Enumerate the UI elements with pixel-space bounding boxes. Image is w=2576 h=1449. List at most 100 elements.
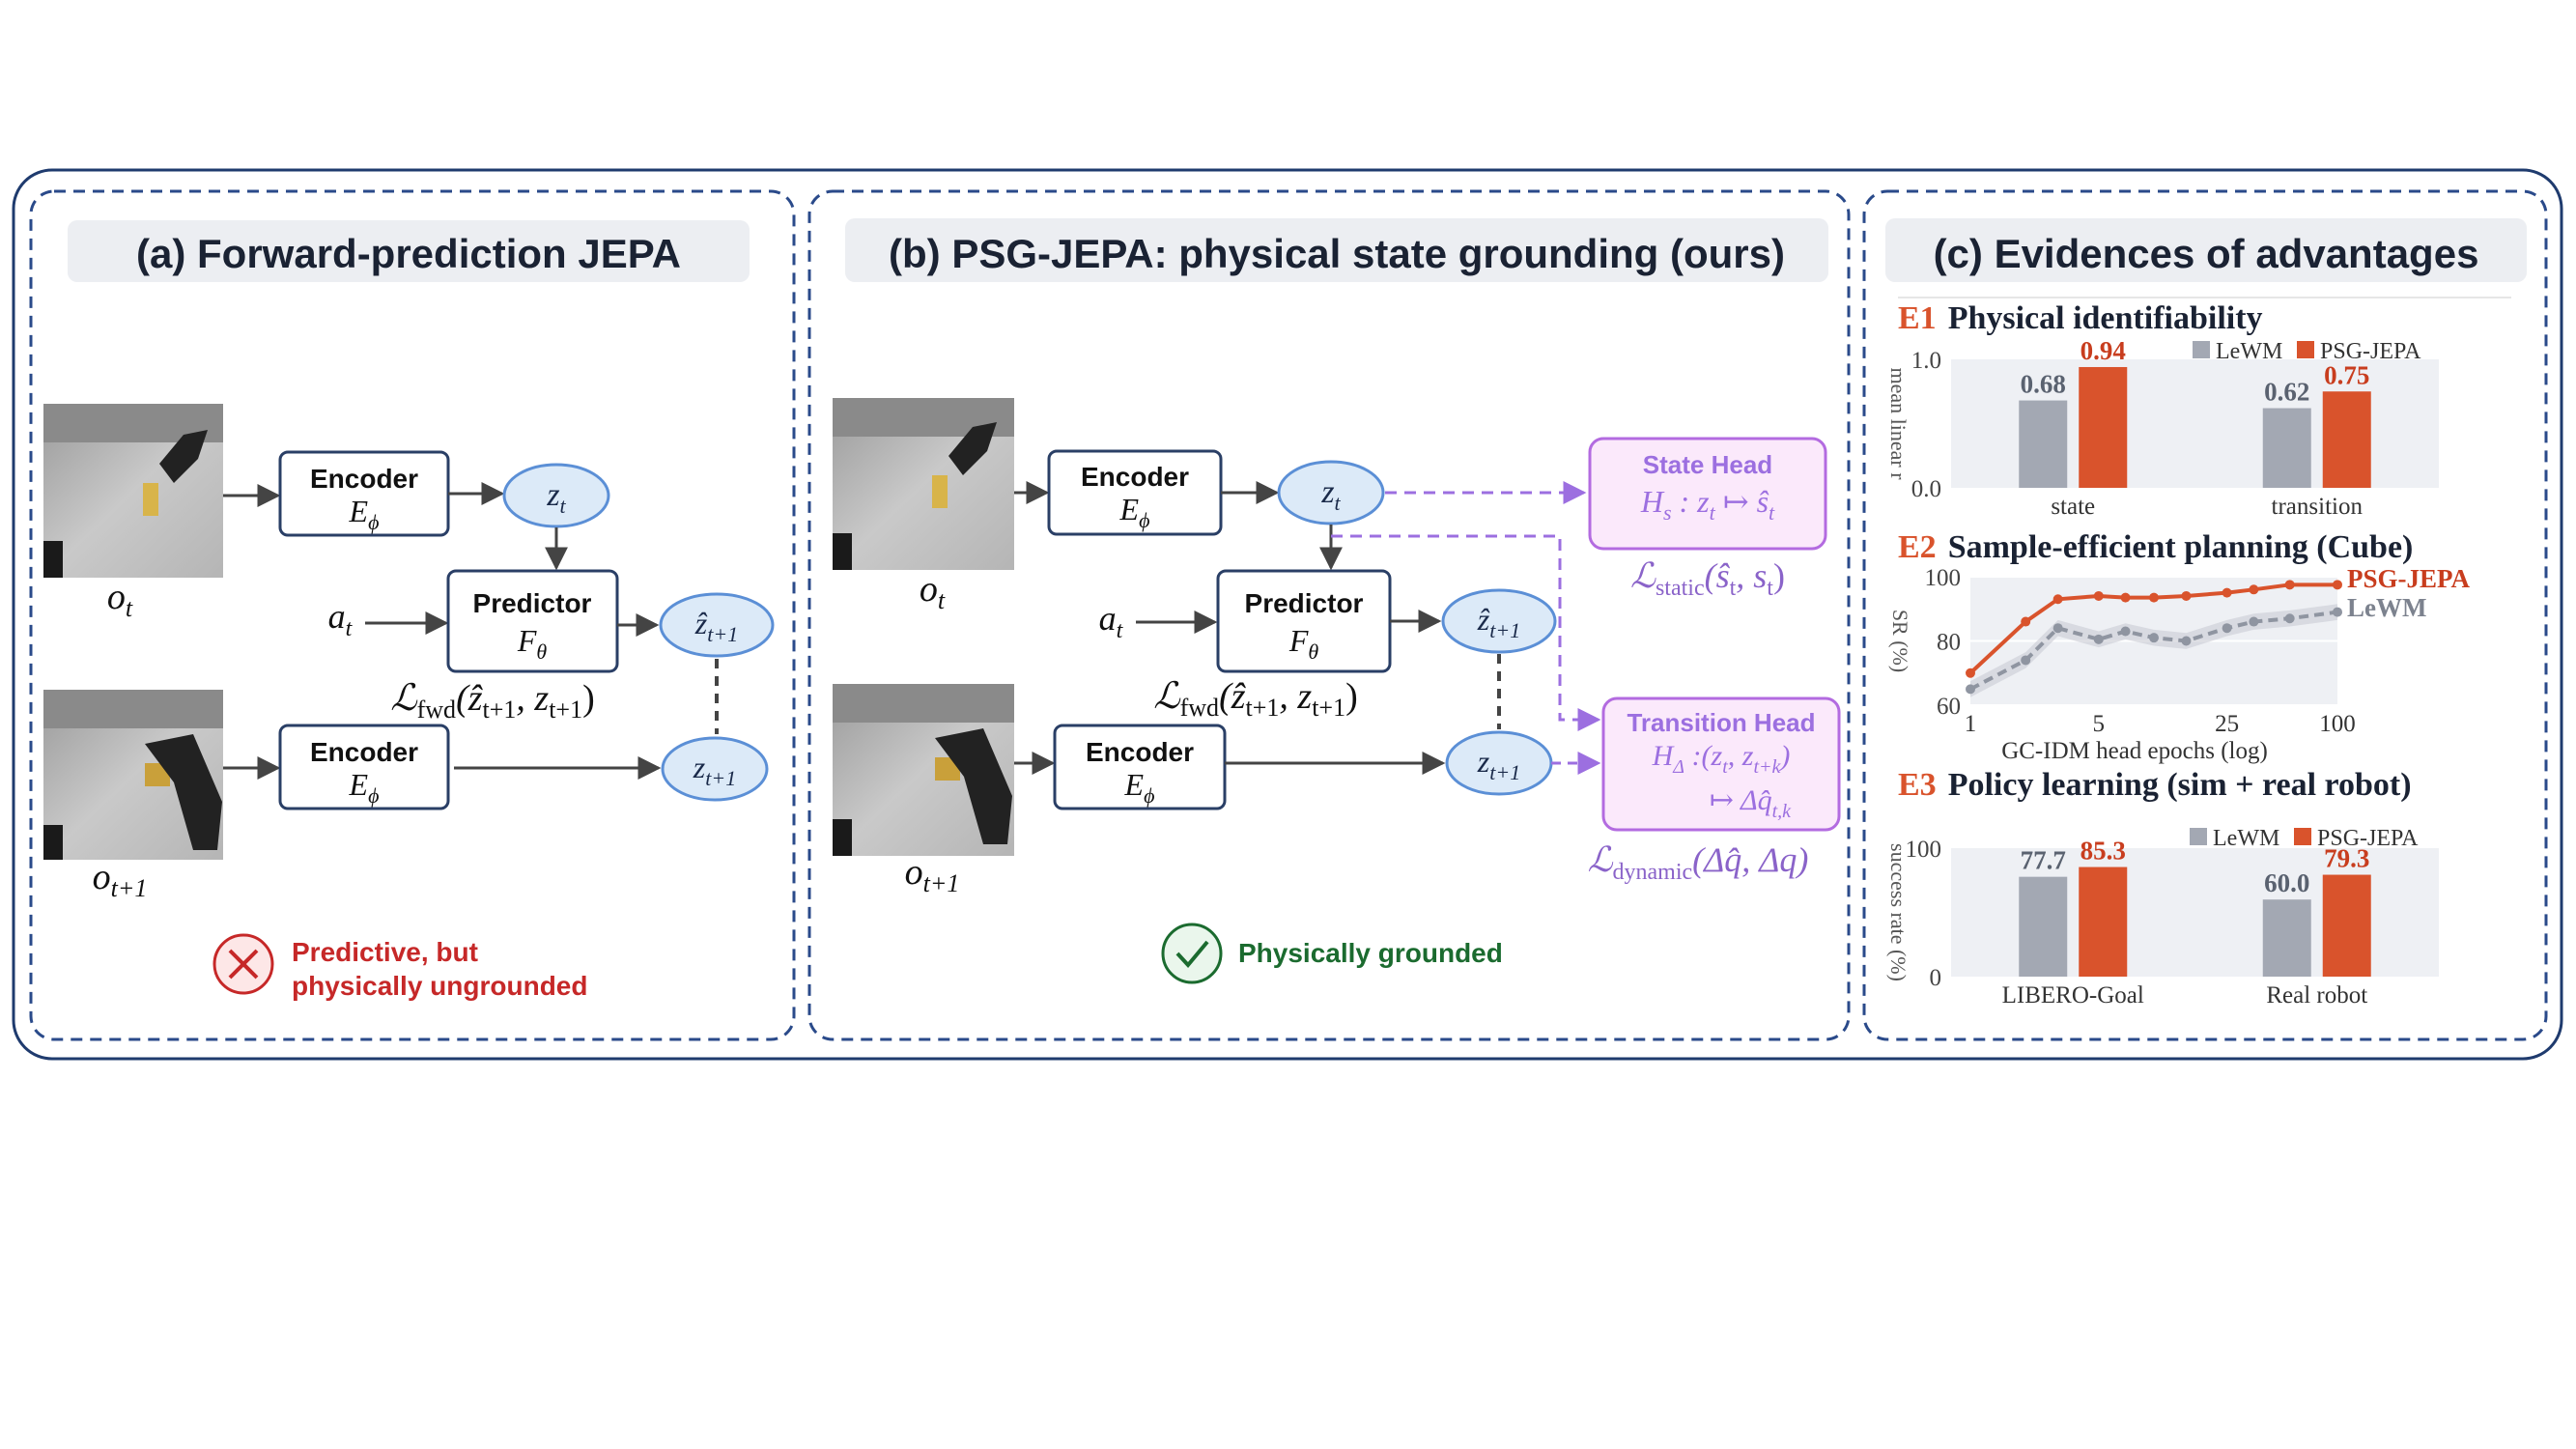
y-tick-label: 80 bbox=[1937, 630, 1961, 656]
bar-lewm bbox=[2262, 408, 2311, 488]
point-lewm bbox=[2120, 626, 2131, 637]
obs-t1-label-b: ot+1 bbox=[905, 852, 960, 897]
static-loss-label: ℒstatic(ŝt, st) bbox=[1630, 556, 1785, 601]
point-lewm bbox=[2222, 623, 2232, 634]
outer-frame bbox=[12, 168, 2563, 1061]
state-head-formula: Hs : zt ↦ ŝt bbox=[1640, 484, 1775, 525]
panel-a-title-bg bbox=[68, 220, 750, 282]
transition-head-label: Transition Head bbox=[1627, 708, 1815, 737]
state-head-label: State Head bbox=[1643, 450, 1772, 479]
encoder-bottom-b-symbol: Eϕ bbox=[1124, 767, 1155, 808]
observation-image-t-b bbox=[833, 398, 1014, 570]
legend-swatch-psg-jepa bbox=[2294, 828, 2311, 845]
bar-lewm bbox=[2019, 400, 2068, 488]
encoder-bottom-symbol: Eϕ bbox=[349, 767, 380, 808]
point-psg-jepa bbox=[2093, 590, 2104, 601]
verdict-a-line1: Predictive, but bbox=[292, 937, 478, 967]
bar-psg-jepa bbox=[2079, 366, 2128, 488]
point-psg-jepa bbox=[2181, 590, 2192, 601]
panel-a-border bbox=[29, 189, 796, 1041]
y-axis-label: mean linear r bbox=[1886, 367, 1911, 480]
obs-t1-label: ot+1 bbox=[93, 857, 148, 902]
bar-psg-jepa bbox=[2079, 867, 2128, 977]
z-t1-label: zt+1 bbox=[693, 750, 736, 790]
state-head-box bbox=[1588, 437, 1827, 551]
legend-label-lewm: LeWM bbox=[2347, 593, 2426, 622]
category-label: transition bbox=[2272, 494, 2364, 520]
point-psg-jepa bbox=[2120, 592, 2131, 603]
z-t-label-b: zt bbox=[1320, 474, 1341, 515]
predictor-label: Predictor bbox=[473, 588, 592, 618]
predictor-b-symbol: Fθ bbox=[1288, 623, 1319, 664]
z-hat-t1-label-b: ẑt+1 bbox=[1477, 602, 1520, 642]
x-tick-label: 100 bbox=[2319, 711, 2356, 737]
point-psg-jepa bbox=[2052, 594, 2063, 605]
transition-head-formula: HΔ :(zt, zt+k) bbox=[1652, 740, 1791, 778]
predictor-b-label: Predictor bbox=[1245, 588, 1364, 618]
panel-b-title-bg bbox=[845, 218, 1828, 282]
forward-loss-label-b: ℒfwd(ẑt+1, zt+1) bbox=[1153, 676, 1358, 722]
transition-head-box bbox=[1601, 696, 1841, 832]
bar-lewm bbox=[2019, 876, 2068, 977]
point-lewm bbox=[2249, 616, 2259, 627]
point-psg-jepa bbox=[1966, 668, 1975, 678]
point-lewm bbox=[2052, 623, 2063, 634]
predictor-box bbox=[446, 569, 619, 673]
verdict-b: Physically grounded bbox=[1238, 938, 1503, 968]
y-axis-label: success rate (%) bbox=[1886, 843, 1911, 981]
panel-c-title-bg bbox=[1885, 218, 2527, 282]
obs-t-label: ot bbox=[107, 577, 133, 622]
x-axis-label: GC-IDM head epochs (log) bbox=[2001, 738, 2268, 764]
legend-label: LeWM bbox=[2213, 826, 2279, 851]
y-tick-label: 100 bbox=[1925, 565, 1962, 591]
point-psg-jepa bbox=[2222, 587, 2232, 598]
encoder-bottom-b bbox=[1053, 724, 1227, 810]
bar-psg-jepa bbox=[2322, 391, 2371, 488]
point-psg-jepa bbox=[2021, 616, 2031, 627]
dynamic-loss-label: ℒdynamic(Δq̂, Δq) bbox=[1588, 840, 1809, 885]
panel-a: (a) Forward-prediction JEPA ot ot+1 Enco… bbox=[29, 189, 796, 1041]
z-hat-t1-node-b bbox=[1441, 588, 1557, 654]
legend-swatch-lewm bbox=[2190, 828, 2207, 845]
y-tick-label: 1.0 bbox=[1911, 348, 1941, 374]
point-psg-jepa bbox=[2284, 580, 2295, 590]
legend-label-psg-jepa: PSG-JEPA bbox=[2347, 564, 2470, 593]
forward-loss-label: ℒfwd(ẑt+1, zt+1) bbox=[390, 678, 595, 724]
y-axis-label: SR (%) bbox=[1888, 610, 1912, 672]
point-psg-jepa bbox=[2249, 584, 2259, 595]
point-psg-jepa bbox=[2333, 580, 2342, 590]
bar-value-label: 60.0 bbox=[2264, 868, 2309, 897]
action-label: at bbox=[328, 597, 354, 641]
encoder-bottom-label: Encoder bbox=[310, 737, 418, 767]
predictor-symbol: Fθ bbox=[517, 623, 548, 664]
z-t1-label-b: zt+1 bbox=[1477, 744, 1520, 784]
panel-c-border bbox=[1862, 189, 2548, 1041]
legend-label: LeWM bbox=[2216, 339, 2282, 364]
z-t-label: zt bbox=[546, 477, 566, 518]
y-tick-label: 0.0 bbox=[1911, 476, 1941, 502]
bar-value-label: 79.3 bbox=[2324, 844, 2369, 873]
z-t-node-b bbox=[1277, 460, 1385, 526]
bar-lewm bbox=[2262, 899, 2311, 977]
panel-a-title: (a) Forward-prediction JEPA bbox=[136, 231, 681, 276]
point-lewm bbox=[2284, 613, 2295, 624]
bar-value-label: 77.7 bbox=[2021, 846, 2066, 875]
bar-value-label: 0.75 bbox=[2324, 360, 2369, 389]
observation-image-t bbox=[43, 404, 223, 578]
point-lewm bbox=[2021, 655, 2031, 666]
x-tick-label: 1 bbox=[1965, 711, 1977, 737]
legend-label: PSG-JEPA bbox=[2317, 826, 2419, 851]
category-label: LIBERO-Goal bbox=[2002, 982, 2144, 1009]
panel-b: (b) PSG-JEPA: physical state grounding (… bbox=[807, 189, 1851, 1041]
bar-value-label: 0.68 bbox=[2021, 370, 2066, 399]
x-tick-label: 5 bbox=[2093, 711, 2106, 737]
panel-b-border bbox=[807, 189, 1851, 1041]
verdict-a-line2: physically ungrounded bbox=[292, 971, 587, 1001]
